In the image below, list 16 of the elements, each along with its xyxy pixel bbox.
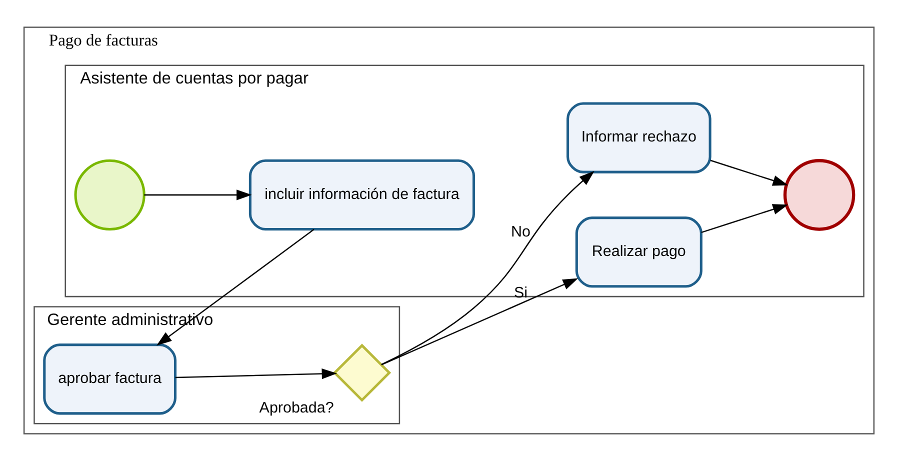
arrow	[701, 204, 788, 233]
node-box: Realizar pago	[575, 216, 702, 288]
node-box: incluir información de factura	[248, 158, 476, 230]
arrow	[144, 189, 252, 200]
arrow	[156, 228, 314, 346]
arrow	[381, 170, 594, 365]
node-box: aprobar factura	[43, 343, 177, 414]
node-box: Informar rechazo	[566, 102, 712, 173]
arrow	[381, 278, 578, 365]
arrow	[175, 368, 338, 379]
node-diamond	[332, 343, 392, 402]
node-label: Aprobada?	[259, 398, 334, 416]
edge-label: No	[511, 222, 531, 240]
node-circle	[783, 158, 856, 230]
arrow	[710, 159, 788, 186]
node-circle	[74, 158, 146, 230]
